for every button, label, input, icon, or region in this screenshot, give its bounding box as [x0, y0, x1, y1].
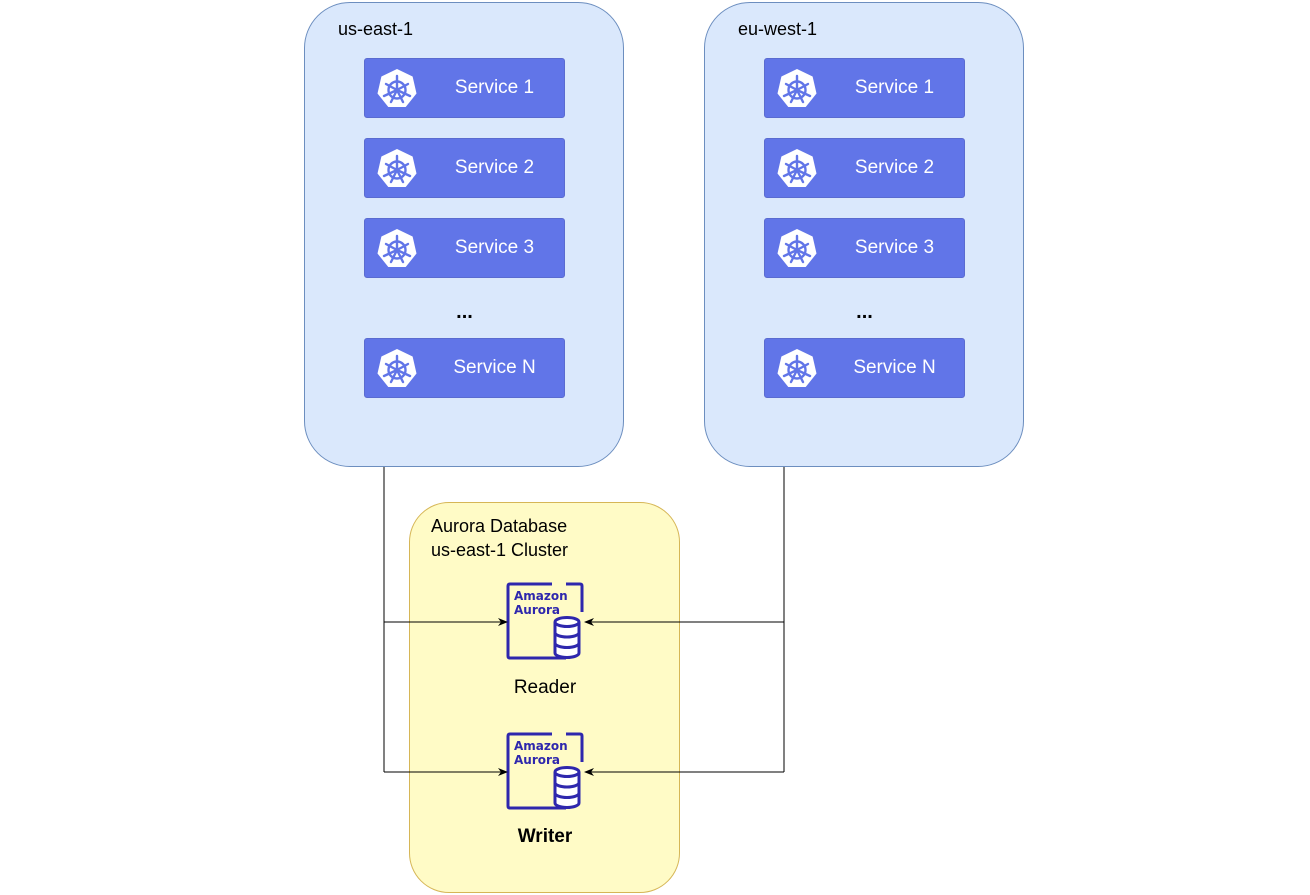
- reader-label: Reader: [513, 677, 577, 698]
- service-label: Service 3: [854, 237, 935, 258]
- kubernetes-icon: [377, 229, 417, 267]
- aurora-cluster: Aurora Database us-east-1 Cluster: [409, 502, 680, 893]
- aurora-icon-text: Aurora: [514, 753, 560, 767]
- aurora-icon-text: Amazon: [514, 589, 568, 603]
- cluster-title-line2: us-east-1 Cluster: [431, 540, 569, 560]
- kubernetes-icon: [777, 149, 817, 187]
- service-box[interactable]: Service 1: [364, 58, 565, 118]
- cluster-title-line1: Aurora Database: [431, 516, 568, 536]
- service-box[interactable]: Service 2: [364, 138, 565, 198]
- service-box[interactable]: Service 3: [764, 218, 965, 278]
- service-box[interactable]: Service N: [764, 338, 965, 398]
- service-label: Service 3: [454, 237, 535, 258]
- region-us-east-1: us-east-1 Service 1: [304, 2, 624, 467]
- kubernetes-icon: [777, 349, 817, 387]
- amazon-aurora-icon[interactable]: Amazon Aurora: [506, 582, 586, 662]
- kubernetes-icon: [777, 229, 817, 267]
- cluster-title: Aurora Database us-east-1 Cluster: [431, 514, 568, 562]
- service-label: Service 2: [854, 157, 935, 178]
- writer-label: Writer: [517, 826, 573, 847]
- service-label: Service N: [853, 357, 936, 378]
- region-eu-west-1: eu-west-1 Service 1: [704, 2, 1024, 467]
- service-box[interactable]: Service 1: [764, 58, 965, 118]
- service-label: Service 2: [454, 157, 535, 178]
- kubernetes-icon: [377, 349, 417, 387]
- aurora-icon-text: Amazon: [514, 739, 568, 753]
- ellipsis: ...: [856, 301, 873, 323]
- kubernetes-icon: [377, 149, 417, 187]
- region-title: eu-west-1: [738, 19, 818, 39]
- aurora-icon-text: Aurora: [514, 603, 560, 617]
- service-label: Service 1: [454, 77, 535, 98]
- amazon-aurora-icon[interactable]: Amazon Aurora: [506, 732, 586, 812]
- service-box[interactable]: Service N: [364, 338, 565, 398]
- service-label: Service 1: [854, 77, 935, 98]
- region-title: us-east-1: [338, 19, 414, 39]
- service-box[interactable]: Service 3: [364, 218, 565, 278]
- service-box[interactable]: Service 2: [764, 138, 965, 198]
- kubernetes-icon: [377, 69, 417, 107]
- kubernetes-icon: [777, 69, 817, 107]
- service-label: Service N: [453, 357, 536, 378]
- ellipsis: ...: [456, 301, 473, 323]
